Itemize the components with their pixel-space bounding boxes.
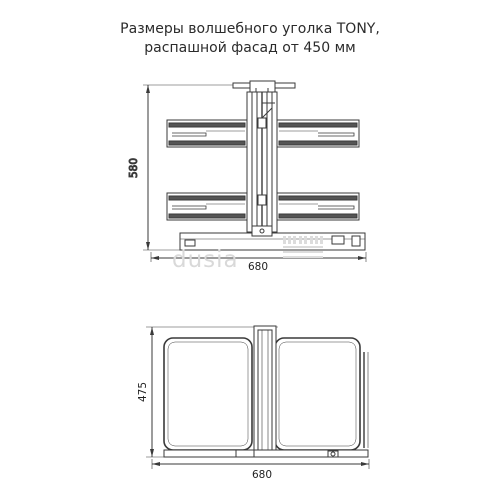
right-basket — [274, 337, 369, 451]
central-frame — [253, 325, 277, 455]
title-line-2: распашной фасад от 450 мм — [144, 40, 356, 56]
front-width-dimension — [150, 252, 367, 262]
title-line-1: Размеры волшебного уголка TONY, — [120, 21, 380, 37]
depth-label: 475 — [137, 382, 149, 402]
top-view — [146, 325, 370, 469]
height-dimension — [143, 84, 255, 251]
lower-left-shelf — [166, 192, 248, 221]
top-width-label: 680 — [252, 469, 272, 481]
front-width-label: 680 — [248, 261, 268, 273]
base-rail — [179, 225, 366, 251]
central-column — [246, 91, 278, 233]
height-label: 580 — [128, 158, 140, 178]
top-width-dimension — [151, 459, 370, 469]
watermark-text: dusia — [172, 247, 239, 273]
bottom-rail — [163, 449, 369, 458]
left-basket — [163, 337, 253, 451]
upper-right-shelf — [276, 119, 360, 148]
watermark: dusia — [172, 236, 323, 273]
upper-left-shelf — [166, 119, 248, 148]
lower-right-shelf — [276, 192, 360, 221]
drawing-title: Размеры волшебного уголка TONY, распашно… — [0, 20, 500, 58]
watermark-logo — [283, 236, 323, 258]
front-view: 580 — [128, 80, 367, 262]
depth-dimension — [146, 327, 164, 458]
